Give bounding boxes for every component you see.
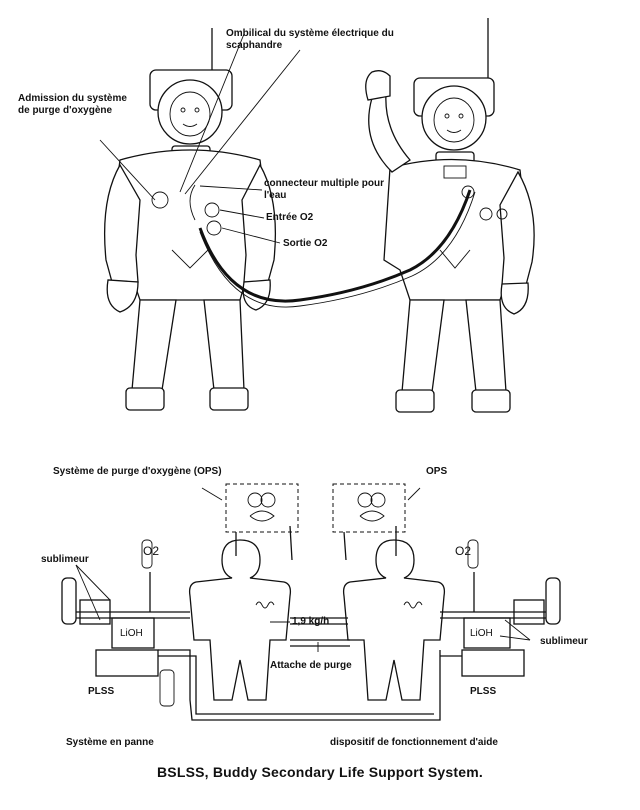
label-ops-full: Système de purge d'oxygène (OPS) [53, 466, 222, 477]
label-plss-right: PLSS [470, 686, 497, 697]
label-o2-right: O2 [455, 544, 472, 558]
label-ops-short: OPS [426, 466, 448, 477]
label-o2-in: Entrée O2 [266, 212, 314, 223]
label-sublimator-right: sublimeur [540, 636, 588, 647]
label-o2-out: Sortie O2 [283, 238, 328, 249]
figure-caption: BSLSS, Buddy Secondary Life Support Syst… [157, 764, 483, 780]
buddy-hose [198, 189, 472, 303]
label-water-connector: connecteur multiple pour l'eau [264, 178, 385, 201]
label-umbilical: Ombilical du système électrique du scaph… [226, 28, 394, 51]
label-sublimator-left: sublimeur [41, 554, 89, 565]
astronaut-right [365, 18, 535, 413]
astronaut-left [103, 28, 277, 411]
label-lioh-right: LiOH [470, 628, 493, 639]
label-plss-left: PLSS [88, 686, 115, 697]
label-oxygen-purge-intake: Admission du système de purge d'oxygène [18, 93, 127, 116]
label-lioh-left: LiOH [120, 628, 143, 639]
label-o2-left: O2 [143, 544, 160, 558]
label-flow-rate: 1,9 kg/h [292, 616, 330, 627]
label-purge-tether: Attache de purge [270, 660, 352, 671]
label-helper-system: dispositif de fonctionnement d'aide [330, 737, 498, 748]
label-failed-system: Système en panne [66, 737, 154, 748]
